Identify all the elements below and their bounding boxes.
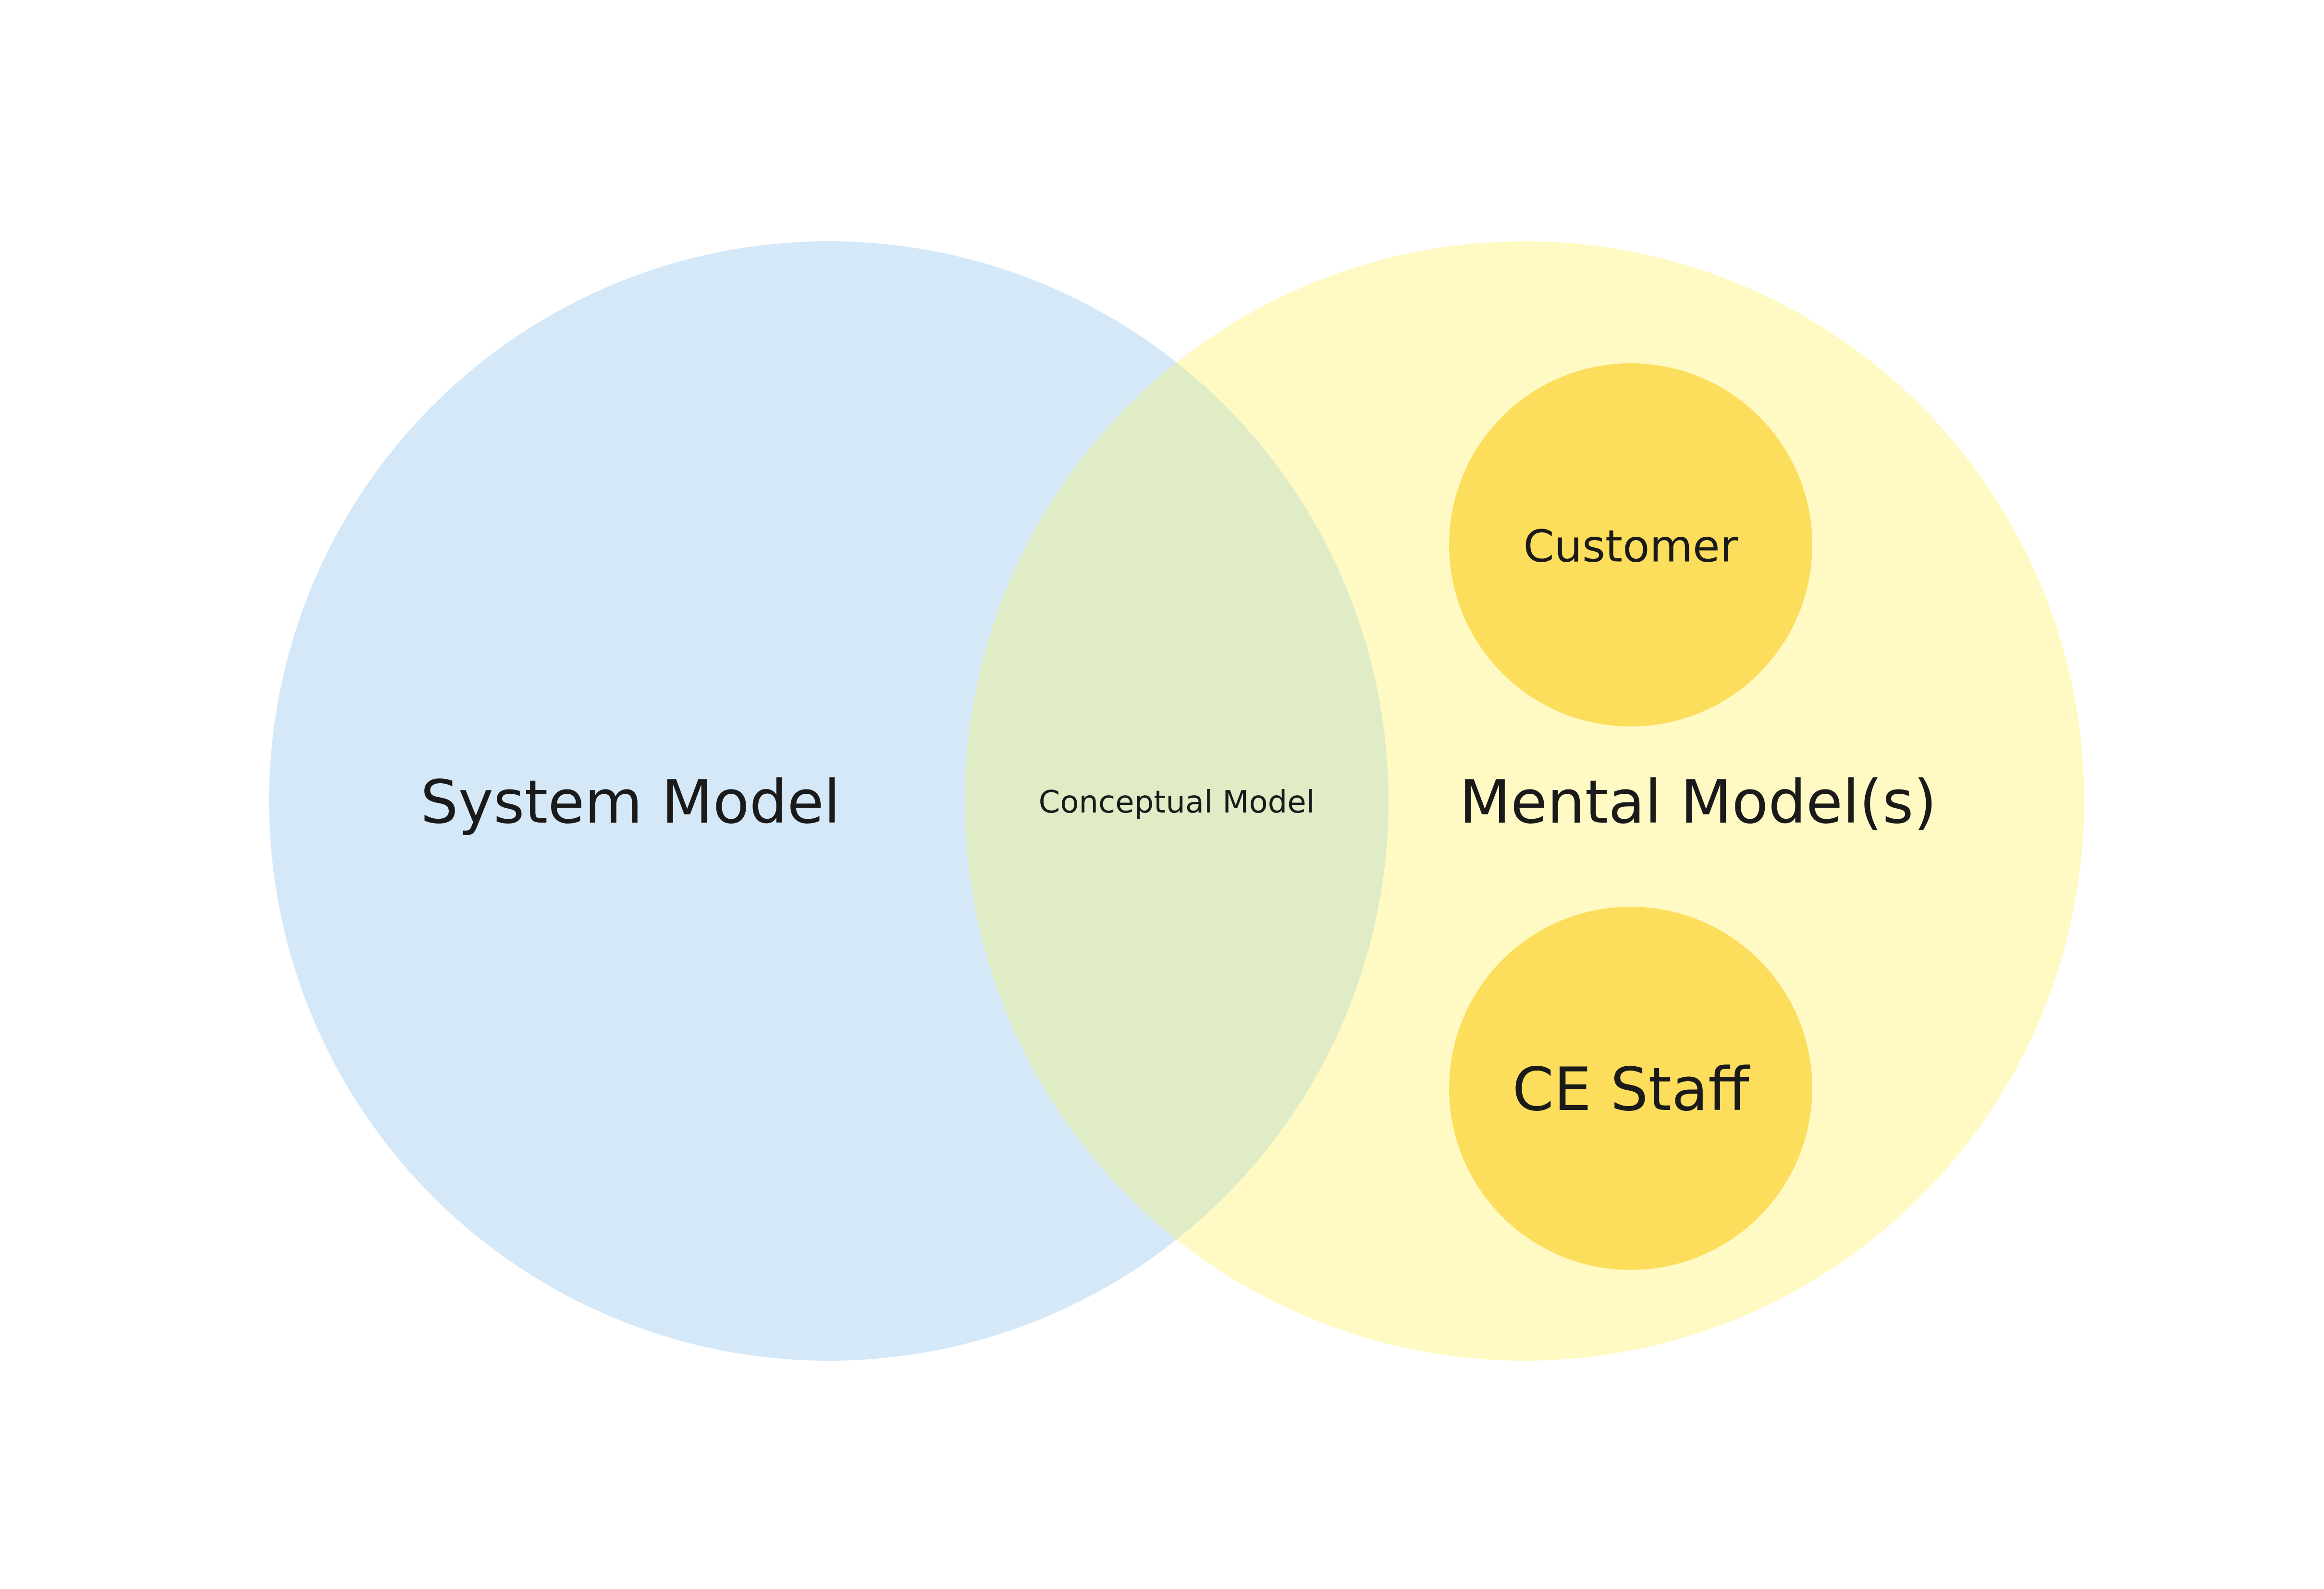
mental-model-label: Mental Model(s) [1459,768,1937,837]
conceptual-model-label: Conceptual Model [1039,785,1315,820]
ce-staff-circle [1449,907,1812,1270]
customer-circle [1449,363,1812,727]
customer-label: Customer [1524,521,1738,572]
conceptual-model-overlap [965,241,1389,1361]
system-model-label: System Model [420,768,840,837]
ce-staff-label: CE Staff [1512,1055,1750,1124]
